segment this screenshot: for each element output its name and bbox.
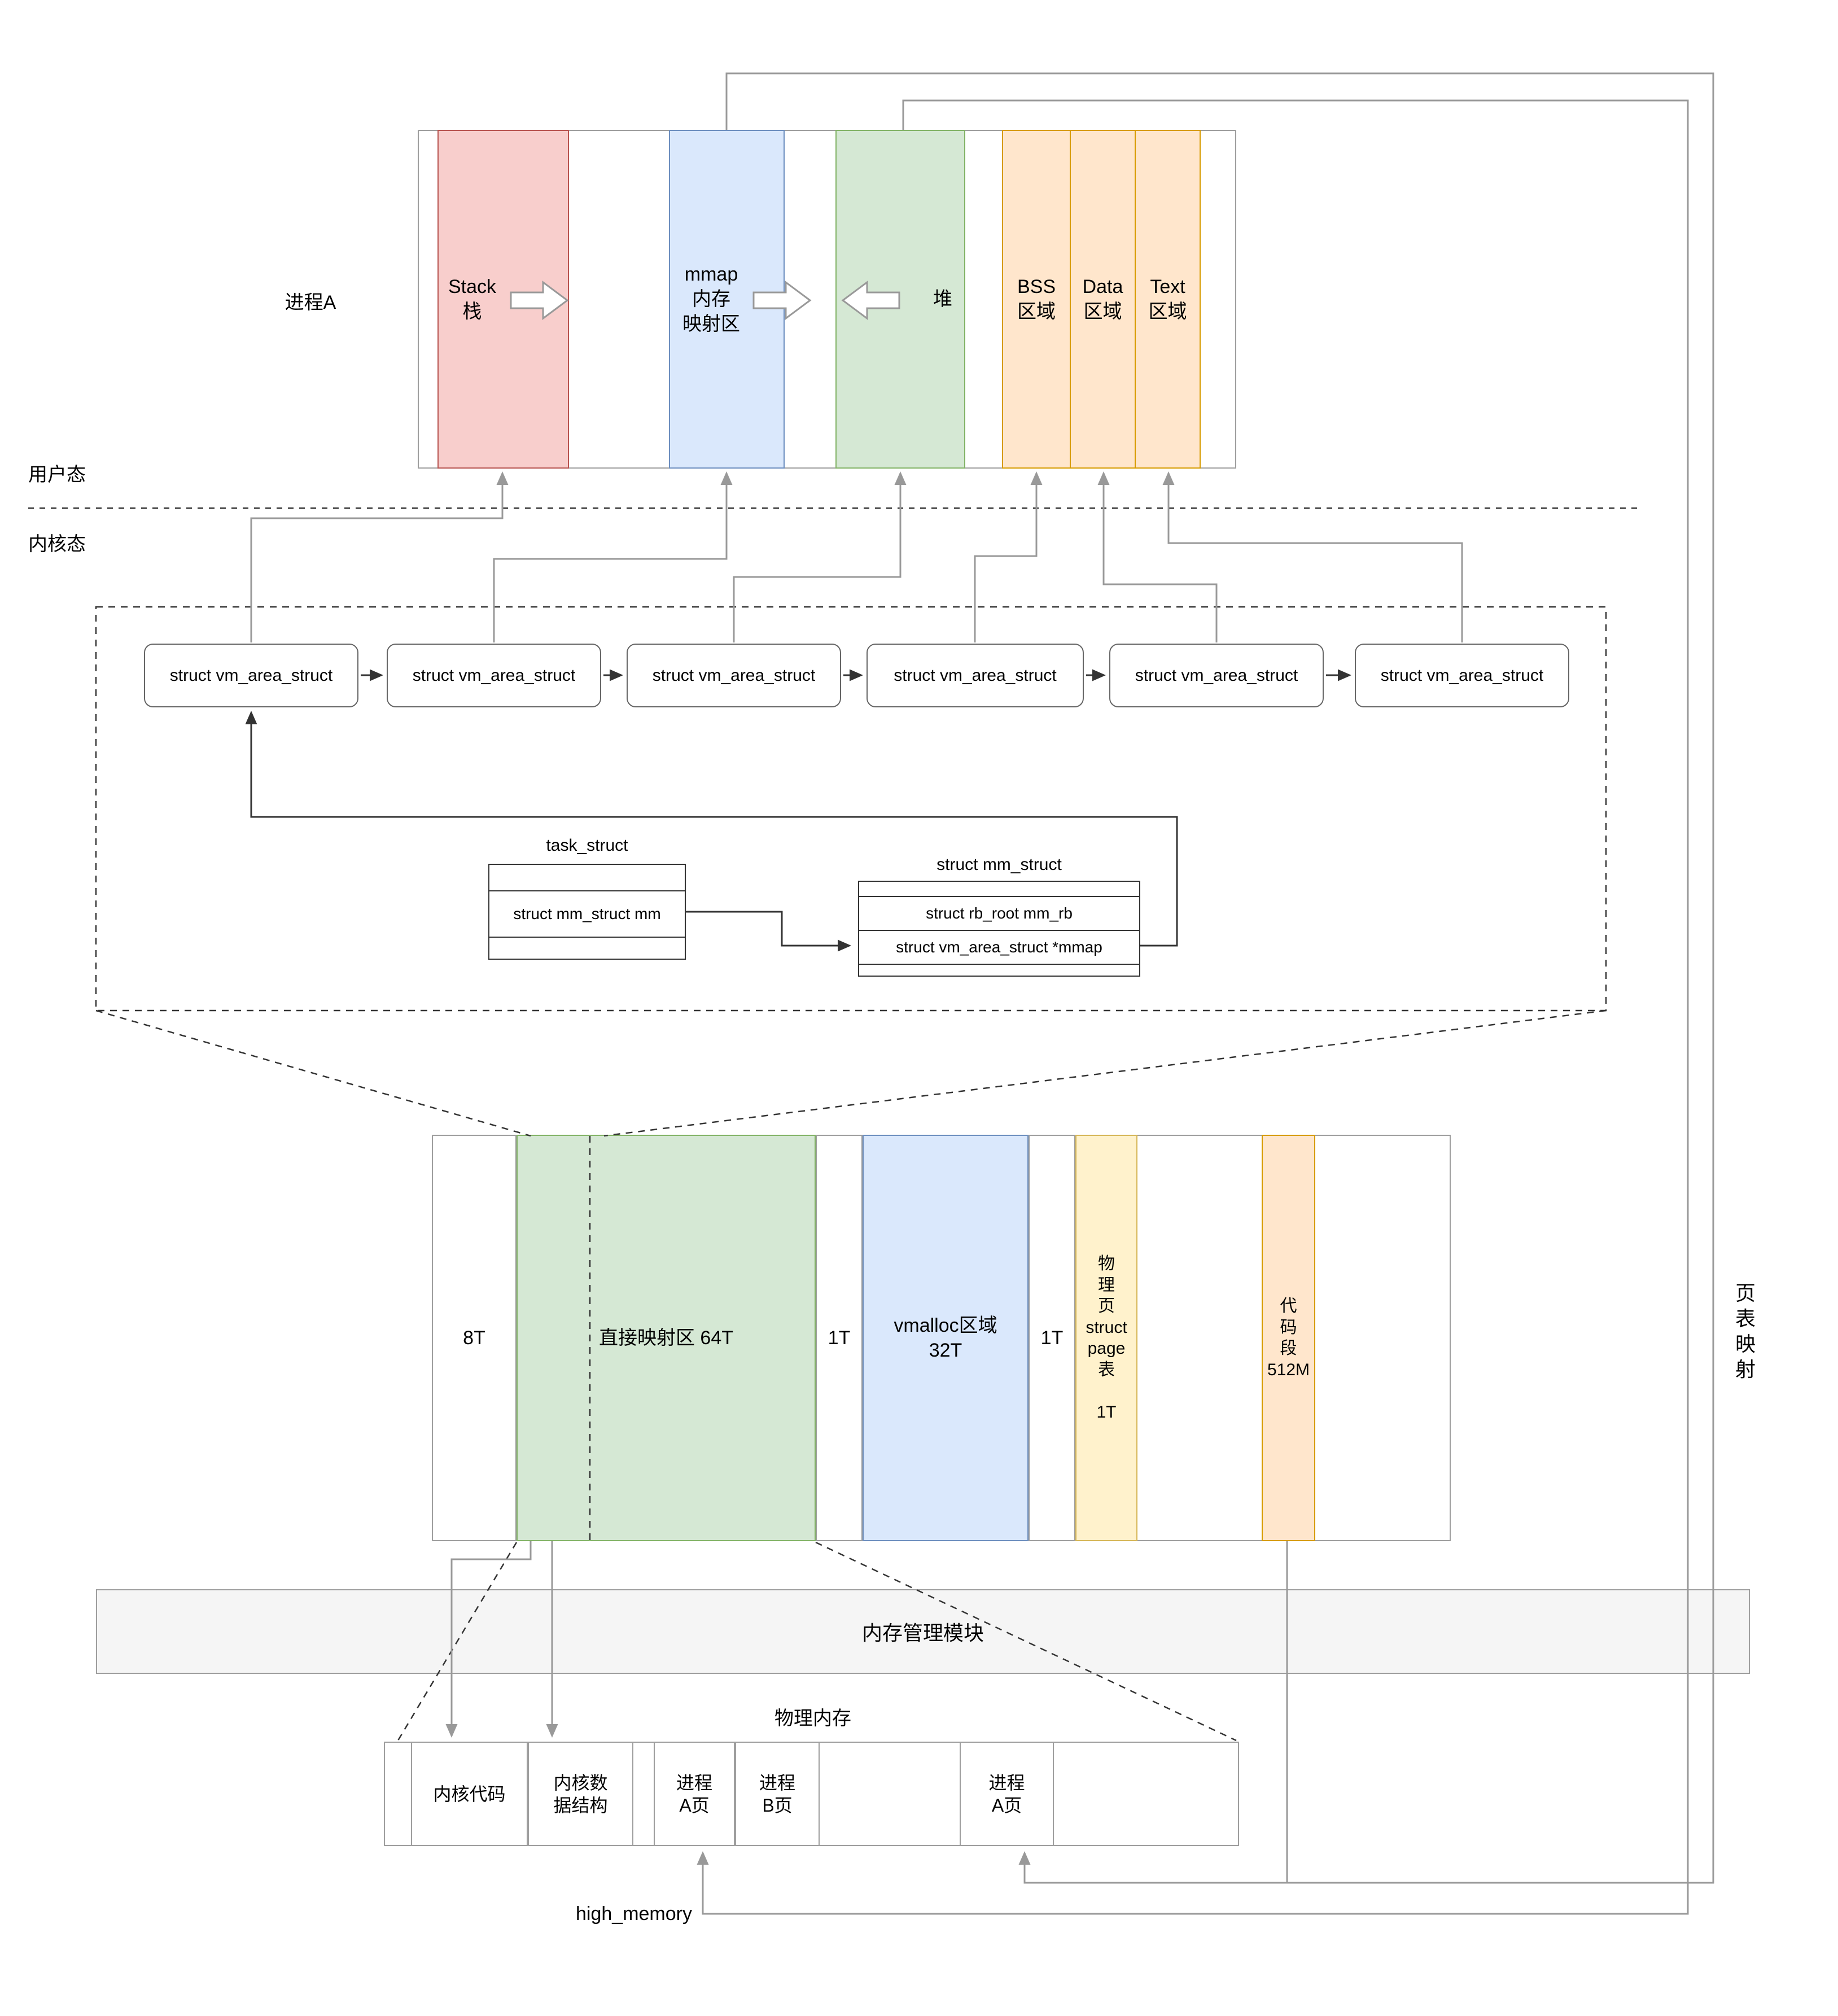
mm-struct-row-empty-top xyxy=(859,882,1139,896)
mm-struct-title: struct mm_struct xyxy=(936,855,1062,874)
kernel-mode-label: 内核态 xyxy=(28,533,86,555)
zoom-funnel-right xyxy=(603,1009,1607,1137)
task-struct-title: task_struct xyxy=(546,836,628,855)
connector-vma3-heap xyxy=(733,471,907,642)
connector-vma1-stack xyxy=(250,471,509,642)
vma-box-3: struct vm_area_struct xyxy=(627,644,841,707)
cell-proc-a-page-1: 进程 A页 xyxy=(654,1742,735,1846)
segment-mmap: mmap 内存 映射区 xyxy=(669,130,785,469)
connector-vma6-text xyxy=(1162,471,1463,642)
page-table-mapping-label: 页 表 映 射 xyxy=(1735,1282,1756,1381)
cell-kernel-code: 内核代码 xyxy=(411,1742,528,1846)
task-struct-row-empty-bottom xyxy=(489,937,685,959)
arrow-task-to-mm xyxy=(686,911,851,952)
cell-proc-b-page: 进程 B页 xyxy=(735,1742,820,1846)
segment-bss: BSS 区域 xyxy=(1002,130,1071,469)
cell-proc-a-page-2: 进程 A页 xyxy=(960,1742,1054,1846)
connector-vma4-bss xyxy=(974,471,1043,642)
cell-1t-b: 1T xyxy=(1029,1135,1075,1541)
vma-box-5: struct vm_area_struct xyxy=(1109,644,1324,707)
high-memory-label: high_memory xyxy=(576,1903,692,1925)
task-struct-table: struct mm_struct mm xyxy=(488,864,686,960)
cell-vmalloc: vmalloc区域 32T xyxy=(863,1135,1029,1541)
task-struct-row-empty-top xyxy=(489,865,685,890)
user-mode-label: 用户态 xyxy=(28,463,86,486)
cell-page-table: 物 理 页 struct page 表 1T xyxy=(1075,1135,1137,1541)
connector-vma5-data xyxy=(1097,471,1218,642)
zoom-funnel-left xyxy=(95,1009,531,1137)
connector-vma2-mmap xyxy=(493,471,733,642)
vma-box-6: struct vm_area_struct xyxy=(1355,644,1569,707)
physical-memory-title: 物理内存 xyxy=(774,1707,851,1729)
cell-1t-a: 1T xyxy=(816,1135,863,1541)
task-struct-field-mm: struct mm_struct mm xyxy=(489,890,685,937)
memory-module-bar: 内存管理模块 xyxy=(96,1589,1750,1674)
segment-stack: Stack 栈 xyxy=(437,130,569,469)
process-a-label: 进程A xyxy=(285,291,336,313)
cell-direct-mapping: 直接映射区 64T xyxy=(517,1135,816,1541)
vma-box-1: struct vm_area_struct xyxy=(144,644,358,707)
mm-struct-table: struct rb_root mm_rb struct vm_area_stru… xyxy=(858,881,1140,977)
vma-box-4: struct vm_area_struct xyxy=(867,644,1084,707)
segment-data: Data 区域 xyxy=(1070,130,1136,469)
cell-kernel-data: 内核数 据结构 xyxy=(528,1742,633,1846)
vma-box-2: struct vm_area_struct xyxy=(387,644,601,707)
cell-code-segment: 代 码 段 512M xyxy=(1262,1135,1315,1541)
cell-8t: 8T xyxy=(432,1135,517,1541)
segment-text: Text 区域 xyxy=(1135,130,1201,469)
mm-struct-row-empty-bottom xyxy=(859,964,1139,976)
segment-heap: 堆 xyxy=(835,130,965,469)
mm-struct-field-rb: struct rb_root mm_rb xyxy=(859,896,1139,930)
mm-struct-field-mmap: struct vm_area_struct *mmap xyxy=(859,930,1139,964)
